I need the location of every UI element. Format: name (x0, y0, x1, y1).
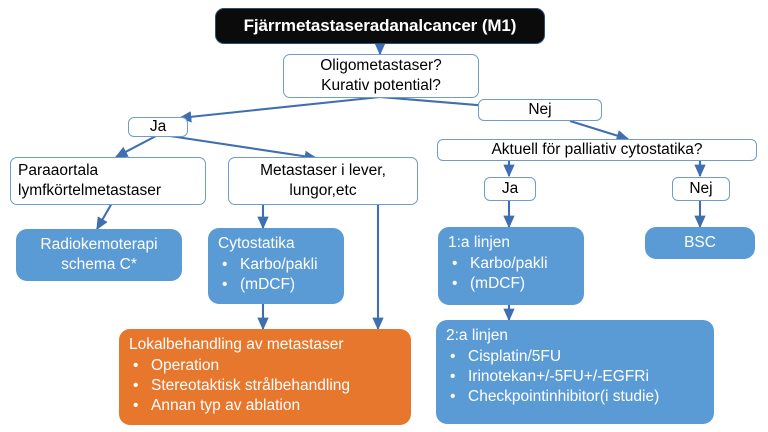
cytostatika-heading: Cytostatika (218, 235, 295, 252)
edge-nej-to-palliativ (569, 119, 630, 142)
radiokemo-line-1: Radiokemoterapi (40, 235, 158, 253)
node-bsc[interactable]: BSC (645, 227, 755, 259)
node-radiokemoterapi[interactable]: Radiokemoterapi schema C* (16, 229, 182, 281)
radiokemo-line-2: schema C* (61, 256, 137, 273)
list-item: (mDCF) (448, 274, 548, 294)
node-nej-oligometastaser[interactable]: Nej (478, 99, 602, 121)
list-item: Annan typ av ablation (129, 396, 350, 416)
oligo-line-1: Oligometastaser? (320, 57, 442, 75)
bsc-label: BSC (684, 233, 716, 251)
list-item: Operation (129, 356, 350, 376)
edge-ja-to-metastaser (169, 134, 318, 162)
list-item: (mDCF) (218, 275, 318, 295)
paraaortala-line-1: Paraaortala (18, 162, 99, 180)
cytostatika-bullet-list: Karbo/pakli (mDCF) (218, 255, 318, 295)
node-ja-palliativ[interactable]: Ja (484, 177, 536, 201)
metastaser-line-2: lungor,etc (289, 182, 357, 199)
list-item: Karbo/pakli (448, 254, 548, 274)
andra-linjen-heading: 2:a linjen (446, 327, 509, 344)
node-metastaser-lever-lungor[interactable]: Metastaser i lever, lungor,etc (228, 157, 418, 205)
node-paraaortala-lymfkortelmetastaser[interactable]: Paraaortala lymfkörtelmetastaser (10, 157, 206, 205)
forsta-linjen-heading: 1:a linjen (448, 234, 511, 251)
node-ja-oligometastaser[interactable]: Ja (128, 117, 188, 137)
node-lokalbehandling-av-metastaser[interactable]: Lokalbehandling av metastaser Operation … (119, 329, 411, 425)
edge-ja-to-paraaortala (114, 135, 157, 158)
forsta-linjen-bullet-list: Karbo/pakli (mDCF) (448, 254, 548, 294)
edge-oligo-to-ja (178, 95, 381, 123)
lokalbehandling-bullet-list: Operation Stereotaktisk strålbehandling … (129, 356, 350, 417)
node-andra-linjen[interactable]: 2:a linjen Cisplatin/5FU Irinotekan+/-5F… (436, 320, 714, 424)
list-item: Checkpointinhibitor(i studie) (446, 387, 659, 407)
node-oligometastaser-question[interactable]: Oligometastaser? Kurativ potential? (283, 54, 479, 98)
list-item: Karbo/pakli (218, 255, 318, 275)
edge-paraaortala-to-radiokemo (96, 202, 113, 231)
ja-oligo-label: Ja (149, 118, 167, 136)
node-cytostatika[interactable]: Cytostatika Karbo/pakli (mDCF) (208, 228, 344, 304)
node-nej-palliativ[interactable]: Nej (672, 177, 730, 201)
palliativ-label: Aktuell för palliativ cytostatika? (491, 141, 703, 159)
andra-linjen-bullet-list: Cisplatin/5FU Irinotekan+/-5FU+/-EGFRi C… (446, 347, 659, 408)
ja-palliativ-label: Ja (501, 180, 519, 198)
oligo-line-2: Kurativ potential? (321, 77, 441, 94)
metastaser-line-1: Metastaser i lever, (260, 162, 386, 180)
list-item: Cisplatin/5FU (446, 347, 659, 367)
nej-palliativ-label: Nej (689, 180, 713, 198)
node-palliativ-cytostatika-question[interactable]: Aktuell för palliativ cytostatika? (437, 139, 757, 161)
lokalbehandling-heading: Lokalbehandling av metastaser (129, 336, 344, 353)
nej-oligo-label: Nej (528, 101, 552, 119)
node-forsta-linjen[interactable]: 1:a linjen Karbo/pakli (mDCF) (438, 227, 584, 305)
paraaortala-line-2: lymfkörtelmetastaser (18, 182, 161, 199)
node-root-title: Fjärrmetastaseradanalcancer (M1) (215, 8, 545, 44)
list-item: Stereotaktisk strålbehandling (129, 376, 350, 396)
root-title-label: Fjärrmetastaseradanalcancer (M1) (243, 16, 517, 35)
list-item: Irinotekan+/-5FU+/-EGFRi (446, 367, 659, 387)
